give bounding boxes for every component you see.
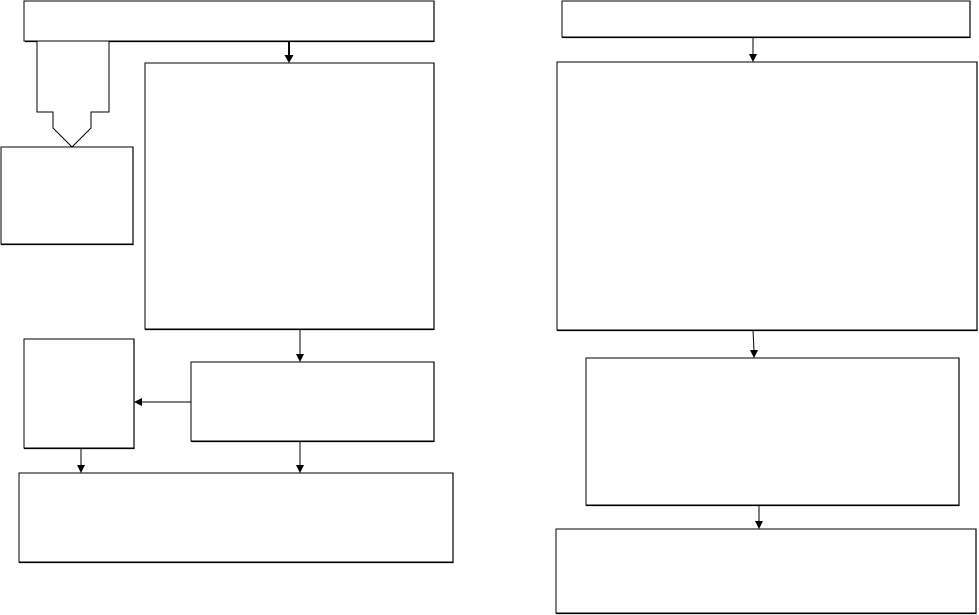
arrow-left-top-to-large bbox=[284, 41, 294, 63]
left-block-arrow bbox=[36, 40, 110, 148]
arrow-right-top-to-large bbox=[749, 37, 757, 62]
arrow-right-large-to-middle bbox=[750, 329, 758, 358]
left-bottom-box bbox=[18, 472, 454, 564]
right-middle-box bbox=[585, 357, 960, 507]
left-large-box bbox=[144, 62, 435, 331]
arrow-right-middle-to-bottom bbox=[755, 505, 763, 529]
arrow-left-middle-to-small bbox=[134, 398, 191, 406]
left-top-box bbox=[23, 0, 435, 43]
right-large-box bbox=[556, 61, 978, 332]
left-small-box bbox=[23, 338, 135, 450]
arrow-left-large-to-middle bbox=[296, 329, 304, 362]
right-top-box bbox=[561, 0, 971, 39]
arrow-left-middle-to-bottom bbox=[296, 441, 304, 473]
left-side-box bbox=[0, 146, 134, 246]
left-middle-box bbox=[190, 361, 435, 443]
arrow-left-small-to-bottom bbox=[77, 448, 85, 473]
right-bottom-box bbox=[555, 528, 977, 615]
